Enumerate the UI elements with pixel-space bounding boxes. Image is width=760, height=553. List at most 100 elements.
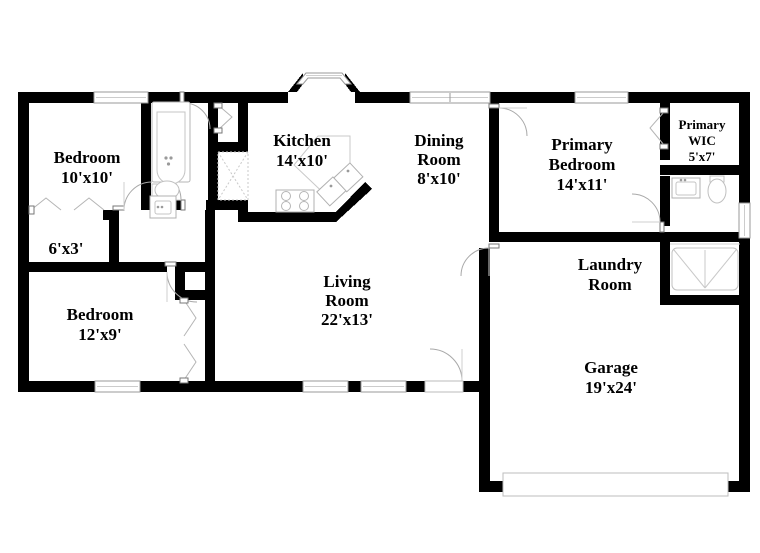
room-label-kitchen: Kitchen 14'x10' — [273, 131, 331, 170]
wall-exterior-top-f — [628, 92, 750, 103]
wall-bay-left — [288, 73, 303, 92]
wall-wic-left — [660, 102, 670, 160]
room-dimension: 6'x3' — [49, 239, 84, 258]
room-dimension: 14'x10' — [276, 151, 328, 170]
room-name-2: Room — [325, 291, 368, 310]
room-name: Living — [323, 272, 371, 291]
wall-hall-closet-nub — [103, 210, 113, 220]
room-dimension: 22'x13' — [321, 310, 373, 329]
wall-hallway-vert — [205, 210, 215, 391]
wall-exterior-left — [18, 92, 29, 392]
wall-hall-closet-bottom — [18, 262, 119, 272]
door-primary-bed — [488, 103, 528, 137]
wall-exterior-top-a — [18, 92, 94, 103]
bifold-hall-closet — [28, 197, 105, 215]
room-name: Primary — [551, 135, 613, 154]
wall-exterior-top-b — [148, 92, 228, 103]
wall-hall-bottom — [119, 262, 167, 272]
room-dimension: 10'x10' — [61, 168, 113, 187]
wall-hall-closet-vert — [109, 210, 119, 268]
wall-pantry-left-top — [208, 102, 218, 150]
wall-garage-left-lower — [479, 340, 490, 492]
room-dimension: 19'x24' — [585, 378, 637, 397]
door-bedroom2 — [112, 181, 153, 211]
room-name: Kitchen — [273, 131, 331, 150]
room-name-2: Room — [588, 275, 631, 294]
window-living-bot-2 — [360, 380, 407, 393]
room-label-hall-closet: 6'x3' — [49, 239, 84, 258]
room-name: Bedroom — [54, 148, 121, 167]
wall-exterior-right — [739, 92, 750, 492]
wall-wic-bottom — [660, 165, 740, 175]
wall-pantry-bottom — [208, 200, 248, 210]
wall-exterior-bottom-left — [18, 381, 490, 392]
room-label-primary-bedroom: Primary Bedroom 14'x11' — [549, 135, 616, 194]
wall-kitchen-diagonal — [336, 182, 372, 222]
window-kitchen-bay — [295, 72, 353, 85]
pantry-kitchen — [217, 151, 249, 201]
wall-bath-left — [660, 176, 670, 226]
room-label-primary-wic: Primary WIC 5'x7' — [679, 117, 726, 164]
range — [275, 189, 315, 213]
windows-group — [93, 72, 751, 393]
room-name-2: Bedroom — [549, 155, 616, 174]
bifold-bedroom3 — [179, 297, 197, 384]
wall-exterior-top-c — [228, 92, 288, 103]
wall-bedroom2-bath — [141, 92, 151, 210]
wall-exterior-top-d — [355, 92, 410, 103]
kitchen-sink — [316, 162, 364, 207]
wall-laundry-bottom — [660, 295, 740, 305]
doors-group — [28, 91, 729, 497]
room-name-2: Room — [417, 150, 460, 169]
window-dining-top — [409, 91, 491, 104]
wall-kitchen-bottom — [248, 212, 336, 222]
wall-bedroom3-closet-vert — [175, 262, 185, 300]
shower-pan — [671, 247, 739, 291]
wall-bedroom3-closet-bottom — [175, 290, 210, 300]
wall-garage-left-upper — [479, 248, 490, 340]
wall-bedroom3-closet-top — [175, 262, 210, 272]
bathtub — [151, 101, 191, 185]
room-label-laundry: Laundry Room — [578, 255, 643, 294]
garage-overhead-door — [502, 472, 729, 497]
room-label-bedroom3: Bedroom 12'x9' — [67, 305, 134, 344]
room-name-2: WIC — [688, 133, 715, 148]
wall-kitchen-left-upper — [238, 102, 248, 144]
wall-pantry-left-bot — [208, 152, 218, 210]
room-name: Garage — [584, 358, 638, 377]
room-name: Primary — [679, 117, 726, 132]
wall-laundry-right — [660, 242, 670, 302]
room-name: Dining — [414, 131, 464, 150]
walls-group — [18, 73, 750, 492]
bifold-primary-wic — [649, 107, 669, 150]
sink-primary-bath — [671, 177, 701, 199]
room-name: Bedroom — [67, 305, 134, 324]
room-dimension: 12'x9' — [78, 325, 121, 344]
room-label-garage: Garage 19'x24' — [584, 358, 638, 397]
fixtures-group — [149, 101, 740, 291]
wall-pantry-top — [208, 142, 248, 152]
door-primary-bath — [631, 193, 665, 233]
room-label-living: Living Room 22'x13' — [321, 272, 373, 329]
room-dimension: 14'x11' — [556, 175, 607, 194]
wall-primary-bottom — [489, 232, 665, 242]
door-garage-entry — [424, 348, 464, 393]
window-bedroom3-bot — [94, 380, 141, 393]
room-dimension: 5'x7' — [689, 149, 716, 164]
room-label-bedroom2: Bedroom 10'x10' — [54, 148, 121, 187]
wall-kitchen-left-lower — [238, 200, 248, 222]
door-bedroom3 — [164, 261, 198, 303]
wall-primary-left — [489, 102, 499, 242]
wall-garage-bottom-right — [728, 481, 750, 492]
window-living-bot-1 — [302, 380, 349, 393]
toilet-primary-bath — [707, 175, 727, 204]
sink-hall-bath — [149, 195, 177, 219]
wall-bay-right — [345, 73, 360, 92]
window-primary-top — [574, 91, 629, 104]
room-dimension: 8'x10' — [417, 169, 460, 188]
door-laundry — [460, 243, 500, 277]
wall-exterior-top-e — [490, 92, 575, 103]
wall-garage-bottom-left — [479, 481, 503, 492]
